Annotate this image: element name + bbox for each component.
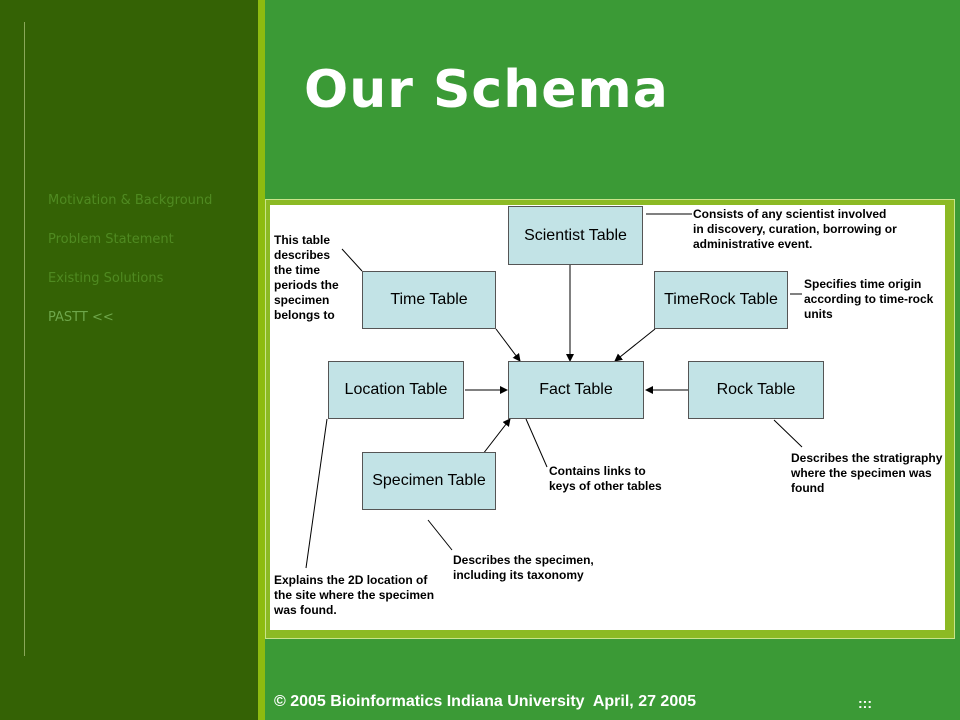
footer-dots: ::: (858, 695, 872, 711)
time-table-node: Time Table (362, 271, 496, 329)
fact-table-node: Fact Table (508, 361, 644, 419)
nav-item-existing-solutions[interactable]: Existing Solutions (48, 271, 164, 286)
note-time-table: This table describes the time periods th… (274, 233, 339, 322)
callout-line-rock (773, 419, 803, 448)
specimen-table-node: Specimen Table (362, 452, 496, 510)
scientist-table-node: Scientist Table (508, 206, 643, 265)
rock-table-label: Rock Table (716, 381, 796, 398)
time-table-label: Time Table (390, 291, 468, 308)
location-table-node: Location Table (328, 361, 464, 419)
arrow-time-to-fact (495, 328, 521, 362)
callout-line-specimen (427, 519, 453, 551)
note-specimen-table: Describes the specimen, including its ta… (453, 553, 594, 582)
note-timerock-table: Specifies time origin according to time-… (804, 277, 934, 321)
callout-line-time (341, 248, 363, 272)
specimen-table-label: Specimen Table (372, 472, 486, 489)
arrow-timerock-to-fact (614, 328, 656, 362)
footer-copyright: © 2005 Bioinformatics Indiana University… (274, 693, 697, 710)
note-fact-table: Contains links to keys of other tables (549, 464, 662, 493)
sidebar-nav: Motivation & Background Problem Statemen… (48, 194, 248, 350)
sidebar-divider (24, 22, 25, 656)
sidebar-accent-bar (258, 0, 265, 720)
schema-diagram: Scientist Table Time Table TimeRock Tabl… (270, 205, 945, 630)
note-location-table: Explains the 2D location of the site whe… (274, 573, 435, 617)
nav-item-problem-statement[interactable]: Problem Statement (48, 232, 174, 247)
diagram-connectors (305, 213, 803, 569)
timerock-table-label: TimeRock Table (664, 291, 778, 308)
callout-line-fact (525, 418, 548, 468)
fact-table-label: Fact Table (539, 381, 613, 398)
note-rock-table: Describes the stratigraphy where the spe… (791, 451, 943, 495)
note-scientist-table: Consists of any scientist involved in di… (693, 207, 897, 251)
nav-item-motivation[interactable]: Motivation & Background (48, 193, 213, 208)
slide-title: Our Schema (304, 60, 669, 120)
rock-table-node: Rock Table (688, 361, 824, 419)
callout-line-location (305, 418, 328, 569)
scientist-table-label: Scientist Table (524, 226, 627, 244)
timerock-table-node: TimeRock Table (654, 271, 788, 329)
nav-item-pastt[interactable]: PASTT << (48, 310, 114, 325)
location-table-label: Location Table (344, 381, 448, 398)
sidebar: Motivation & Background Problem Statemen… (0, 0, 265, 720)
